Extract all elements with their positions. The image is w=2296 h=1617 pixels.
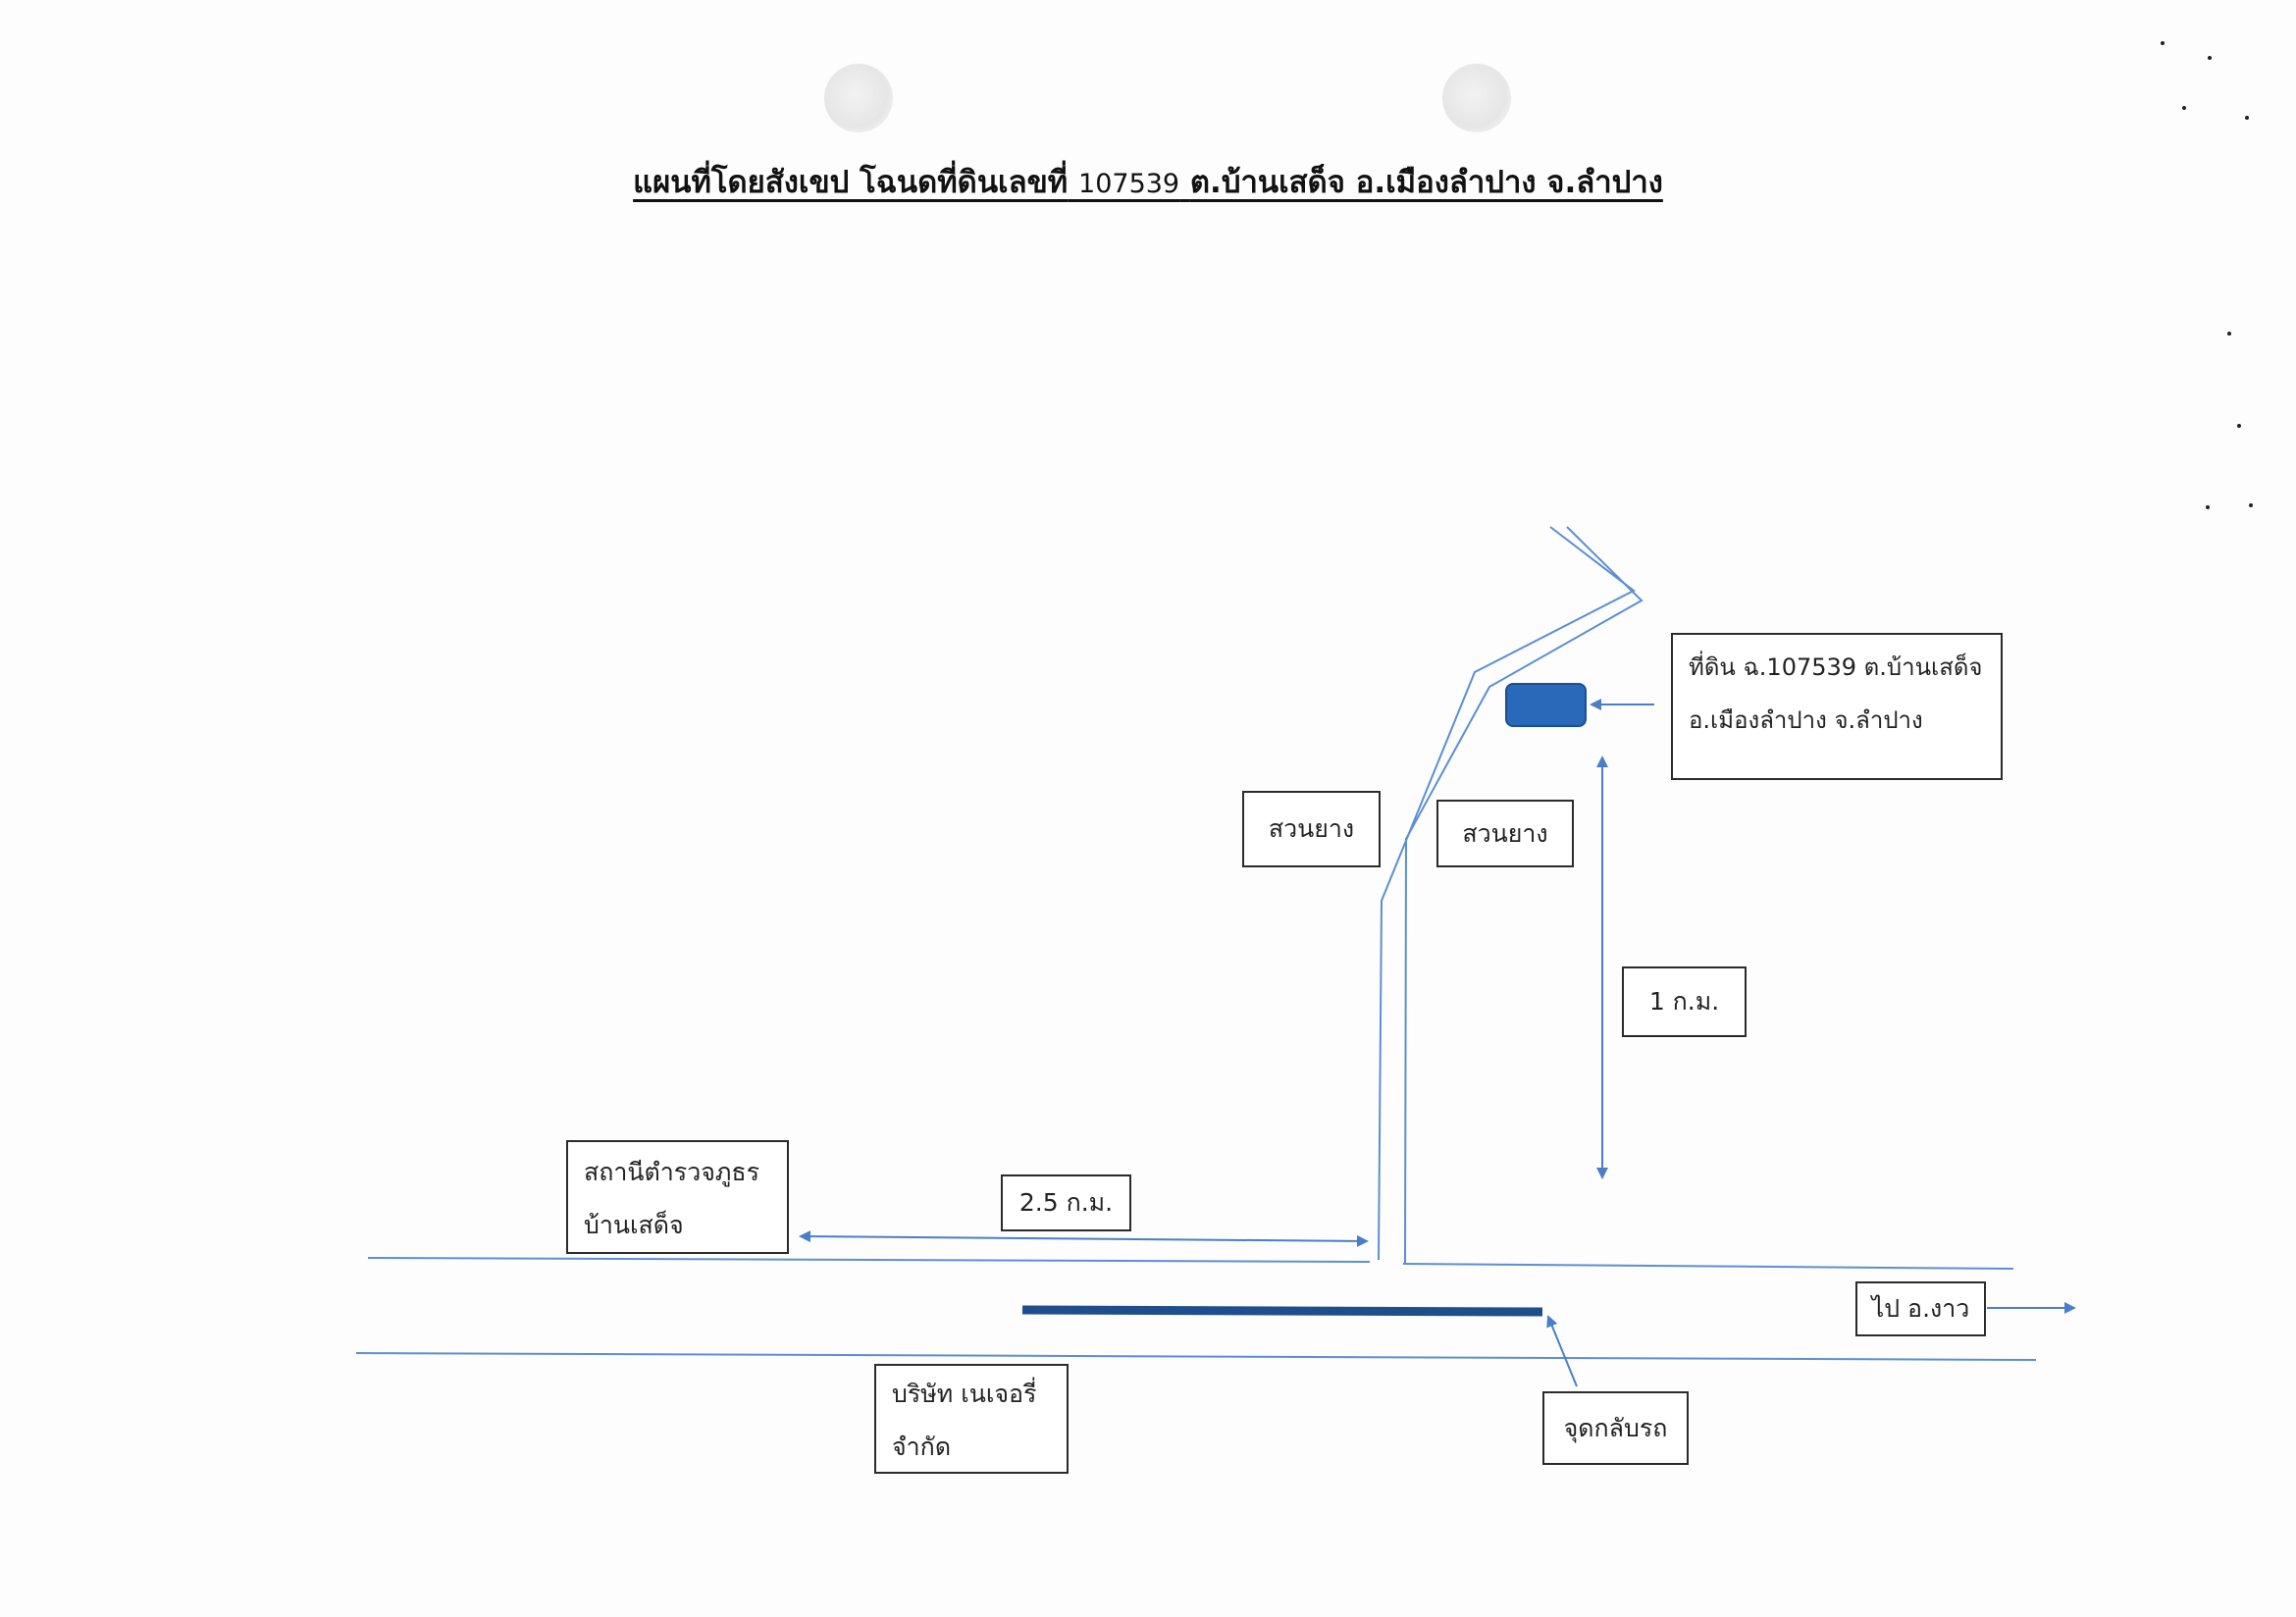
punch-hole-left (824, 64, 893, 132)
scan-speck (2206, 505, 2210, 509)
distance-label-west: 2.5 ก.ม. (1001, 1174, 1131, 1231)
rubber-plantation-label-left: สวนยาง (1242, 791, 1381, 867)
company-label-line1: บริษัท เนเจอรี่ (892, 1380, 1037, 1408)
main-road-edge-north-east (1402, 1263, 2014, 1270)
u-turn-pointer-arrow (1546, 1315, 1578, 1387)
company-label: บริษัท เนเจอรี่ จำกัด (874, 1364, 1069, 1474)
title-prefix: แผนที่โดยสังเขป โฉนดที่ดินเลขที่ (633, 165, 1069, 200)
scan-speck (2227, 332, 2231, 336)
distance-arrow-west (799, 1230, 1369, 1247)
main-road-edge-north (367, 1257, 1371, 1263)
land-parcel (1505, 683, 1587, 727)
to-ngao-label: ไป อ.งาว (1855, 1281, 1986, 1336)
distance-label-north: 1 ก.ม. (1622, 966, 1747, 1037)
scan-speck (2245, 116, 2249, 120)
map-title: แผนที่โดยสังเขป โฉนดที่ดินเลขที่ 107539 … (0, 157, 2296, 206)
land-label-line2: อ.เมืองลำปาง จ.ลำปาง (1689, 706, 1923, 734)
police-station-line1: สถานีตำรวจภูธร (584, 1158, 760, 1186)
police-station-label: สถานีตำรวจภูธร บ้านเสด็จ (566, 1140, 789, 1254)
police-station-line2: บ้านเสด็จ (584, 1211, 684, 1239)
title-suffix: ต.บ้านเสด็จ อ.เมืองลำปาง จ.ลำปาง (1189, 165, 1663, 200)
scan-speck (2237, 424, 2241, 428)
title-deed-number: 107539 (1078, 169, 1180, 199)
scan-speck (2161, 41, 2165, 45)
rubber-plantation-label-right: สวนยาง (1436, 800, 1574, 867)
scan-speck (2249, 503, 2253, 507)
land-label: ที่ดิน ฉ.107539 ต.บ้านเสด็จ อ.เมืองลำปาง… (1671, 633, 2003, 780)
median-strip (1021, 1305, 1543, 1317)
land-label-line1: ที่ดิน ฉ.107539 ต.บ้านเสด็จ (1689, 653, 1983, 681)
scan-speck (2182, 106, 2186, 110)
company-label-line2: จำกัด (892, 1433, 952, 1461)
u-turn-label: จุดกลับรถ (1542, 1391, 1689, 1465)
punch-hole-right (1442, 64, 1511, 132)
scan-speck (2208, 56, 2212, 60)
main-road-edge-south (355, 1352, 2037, 1361)
side-road-edge-east (1404, 526, 1644, 1265)
side-road-edge-west (1378, 526, 1636, 1261)
